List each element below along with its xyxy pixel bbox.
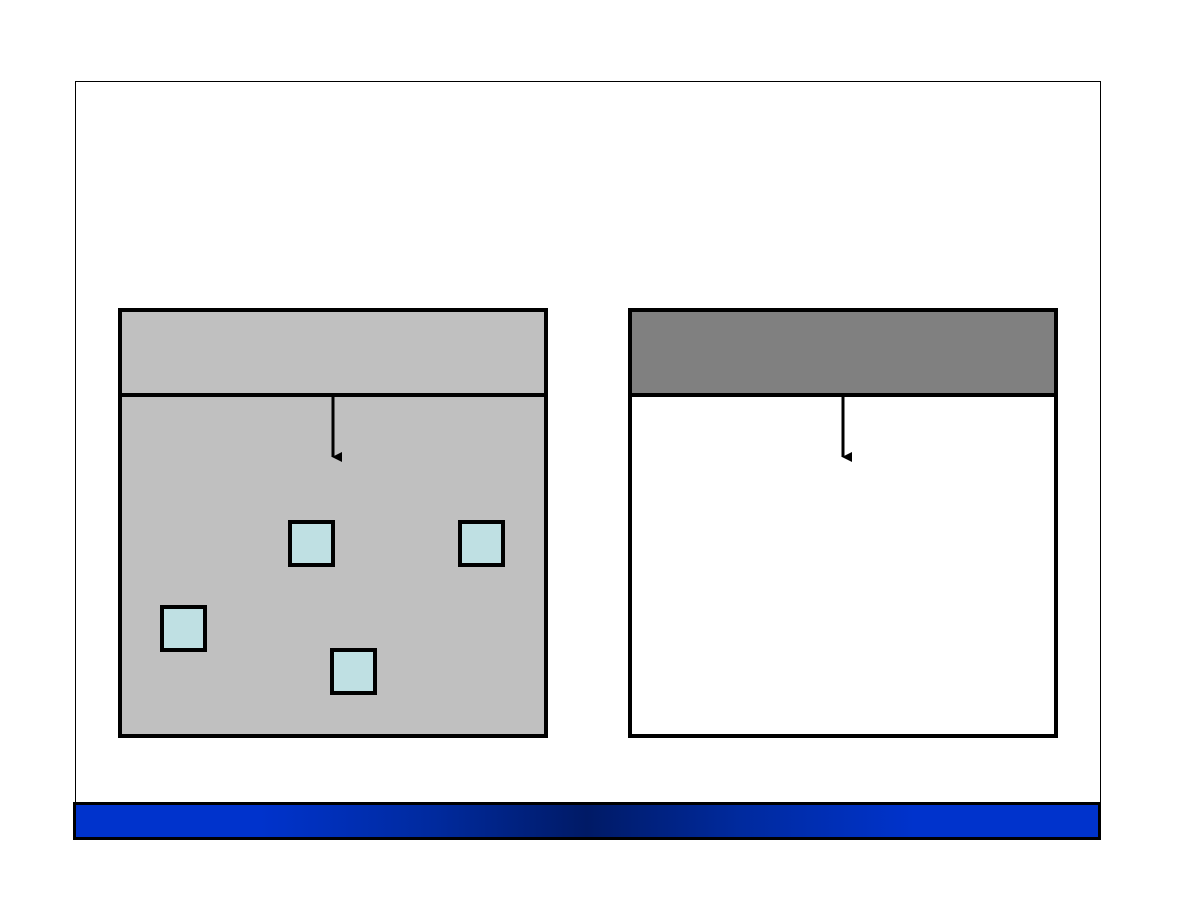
small-box [288, 520, 335, 567]
small-box [160, 605, 207, 652]
right-panel [628, 308, 1058, 738]
right-panel-header [628, 308, 1058, 397]
left-panel-header [118, 308, 548, 397]
small-box [458, 520, 505, 567]
left-panel [118, 308, 548, 738]
footer-bar [73, 802, 1101, 840]
small-box [330, 648, 377, 695]
